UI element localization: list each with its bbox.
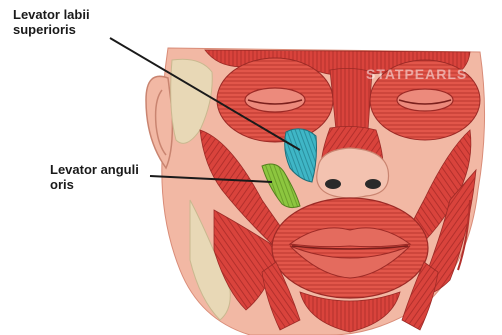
right-eye-lid (397, 89, 453, 111)
label-levator-labii-superioris-line2: superioris (13, 22, 90, 37)
left-nostril (325, 179, 341, 189)
label-levator-anguli-oris-line1: Levator anguli (50, 162, 139, 177)
label-levator-anguli-oris: Levator anguli oris (50, 162, 139, 192)
nose-tip (317, 148, 389, 198)
left-eye-lid (245, 88, 305, 112)
label-levator-labii-superioris: Levator labii superioris (13, 7, 90, 37)
label-levator-labii-superioris-line1: Levator labii (13, 7, 90, 22)
label-levator-anguli-oris-line2: oris (50, 177, 139, 192)
statpearls-watermark: STATPEARLS (366, 66, 467, 82)
right-nostril (365, 179, 381, 189)
left-ear (146, 76, 172, 168)
